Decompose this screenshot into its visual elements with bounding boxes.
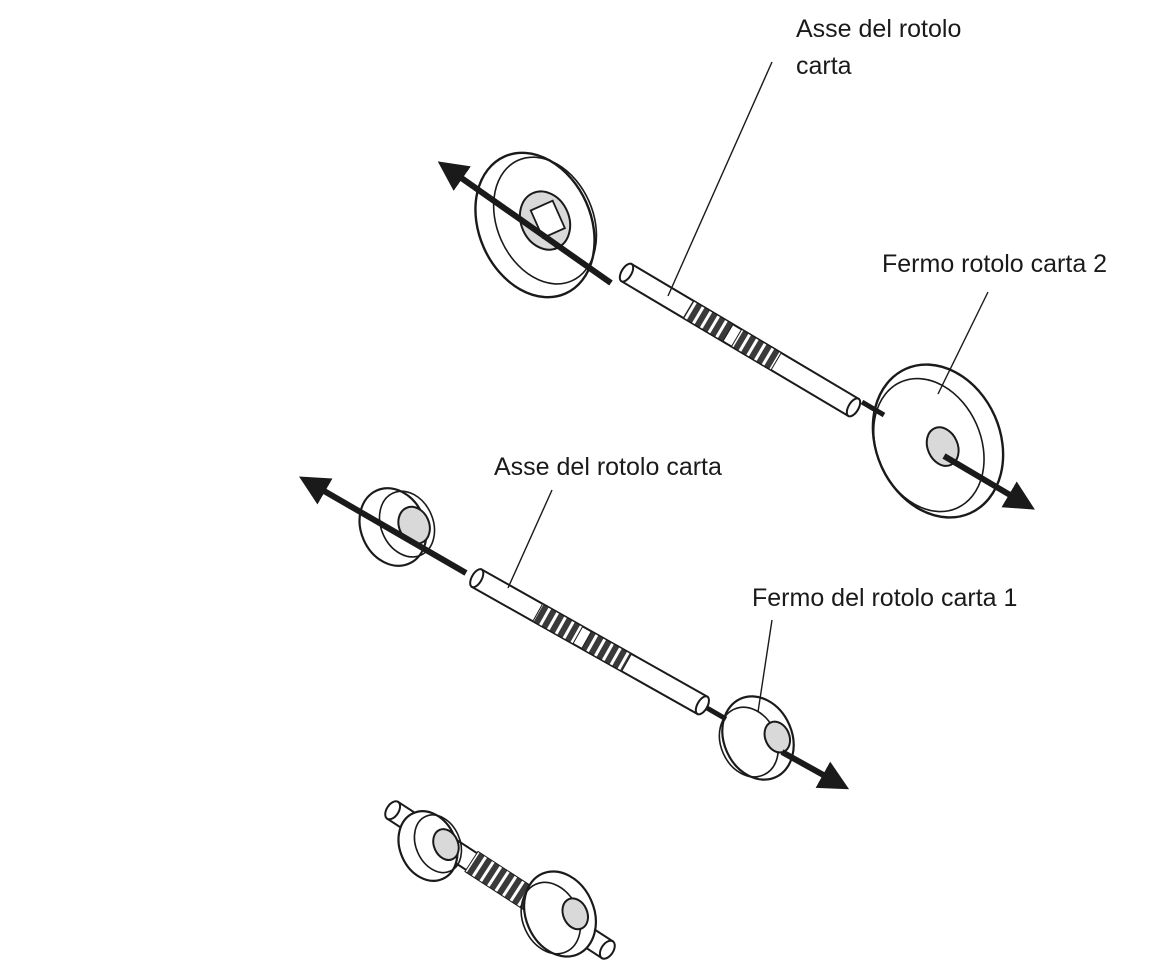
top-left-arrow — [437, 161, 613, 286]
top-right-flange — [871, 363, 1005, 519]
leader-mid-holder — [757, 619, 773, 713]
top-assembly — [437, 151, 1035, 519]
mid-left-flange — [358, 487, 436, 567]
leader-mid-axis — [507, 489, 553, 589]
mid-right-arrow — [780, 749, 850, 790]
top-right-arrow-stub — [860, 399, 886, 418]
label-top-axis-line2: carta — [796, 52, 852, 80]
top-left-flange — [474, 151, 598, 299]
top-right-arrow — [942, 453, 1035, 510]
callout-leaders — [507, 61, 989, 713]
label-mid-axis: Asse del rotolo carta — [494, 453, 722, 481]
top-spindle — [618, 262, 862, 418]
mid-left-arrow — [299, 476, 468, 576]
assembled-spindle — [384, 800, 616, 960]
middle-assembly — [299, 476, 850, 790]
mid-right-arrow-stub — [705, 705, 728, 722]
mid-spindle — [469, 568, 710, 716]
label-top-holder: Fermo rotolo carta 2 — [882, 250, 1107, 278]
leader-top-holder — [937, 291, 989, 395]
label-mid-holder: Fermo del rotolo carta 1 — [752, 584, 1017, 612]
leader-top-axis — [667, 61, 773, 297]
mid-right-flange — [718, 695, 795, 781]
label-top-axis-line1: Asse del rotolo — [796, 15, 961, 43]
